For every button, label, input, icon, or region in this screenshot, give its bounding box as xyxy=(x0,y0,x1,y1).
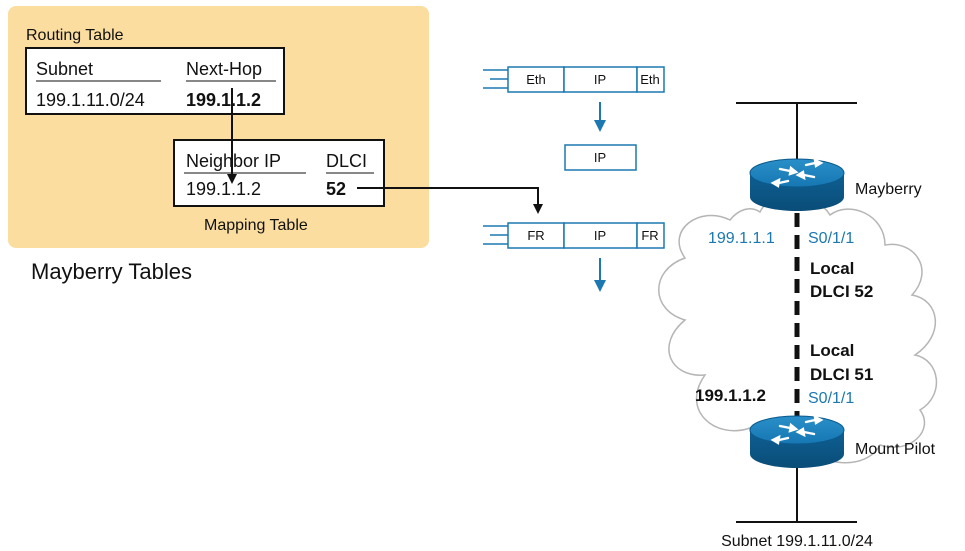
frame-relay-frame: FR IP FR xyxy=(483,222,665,249)
fr-trailer-label: FR xyxy=(641,228,658,243)
mapping-table-neighbor-ip-value: 199.1.1.2 xyxy=(186,179,261,199)
ethernet-frame: Eth IP Eth xyxy=(483,66,665,93)
ip-packet-cell xyxy=(563,66,638,93)
mount-pilot-interface: S0/1/1 xyxy=(808,390,854,407)
ip-packet-label: IP xyxy=(594,150,606,165)
mayberry-ip-address: 199.1.1.1 xyxy=(708,230,775,247)
fr-header-label: FR xyxy=(527,228,544,243)
router-mount-pilot-icon xyxy=(749,414,845,468)
eth-trailer-label: Eth xyxy=(640,72,660,87)
mayberry-interface: S0/1/1 xyxy=(808,230,854,247)
mayberry-local-label: Local xyxy=(810,259,854,278)
routing-table-title: Routing Table xyxy=(26,27,124,44)
eth-trailer-cell xyxy=(636,66,665,93)
router-mayberry-icon xyxy=(749,157,845,211)
eth-header-label: Eth xyxy=(526,72,546,87)
mapping-table-dlci-value: 52 xyxy=(326,179,346,199)
router-mount-pilot-label: Mount Pilot xyxy=(855,441,936,458)
fr-header-cell xyxy=(507,222,565,249)
dlci-to-fr-frame-arrow xyxy=(357,187,543,214)
ip-packet-label: IP xyxy=(594,72,606,87)
mount-pilot-local-label: Local xyxy=(810,341,854,360)
ip-packet: IP xyxy=(564,144,637,171)
subnet-label: Subnet 199.1.11.0/24 xyxy=(721,533,873,550)
routing-table-header-subnet: Subnet xyxy=(36,59,93,79)
mapping-table-header-dlci: DLCI xyxy=(326,151,367,171)
mayberry-tables-panel: Routing Table Subnet Next-Hop 199.1.11.0… xyxy=(8,6,429,248)
mapping-table-header-neighbor-ip: Neighbor IP xyxy=(186,151,281,171)
ip-packet-cell xyxy=(563,222,638,249)
router-mayberry-label: Mayberry xyxy=(855,181,922,198)
routing-table-subnet-value: 199.1.11.0/24 xyxy=(36,90,145,110)
routing-table-header-next-hop: Next-Hop xyxy=(186,59,262,79)
mount-pilot-ip-address: 199.1.1.2 xyxy=(695,386,766,405)
ip-packet-box xyxy=(564,144,637,171)
mayberry-dlci-label: DLCI 52 xyxy=(810,282,873,301)
mayberry-tables-caption: Mayberry Tables xyxy=(31,259,192,284)
ip-packet-label: IP xyxy=(594,228,606,243)
fr-trailer-cell xyxy=(636,222,665,249)
mapping-table-title: Mapping Table xyxy=(204,217,308,234)
routing-table-next-hop-value: 199.1.1.2 xyxy=(186,90,261,110)
mount-pilot-dlci-label: DLCI 51 xyxy=(810,365,873,384)
